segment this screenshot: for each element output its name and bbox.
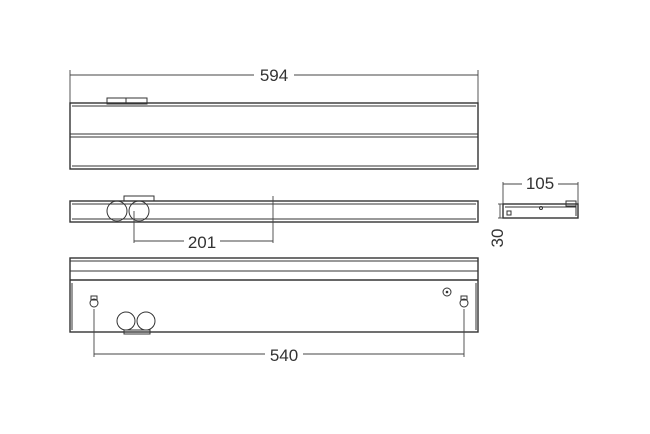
top-clip (106, 97, 148, 105)
dim-105-label: 105 (526, 174, 554, 193)
keyhole-left (89, 298, 99, 308)
top-view-body (69, 102, 479, 170)
top-view: 594 (69, 66, 479, 170)
side-knockout-left (106, 200, 128, 222)
bottom-view-body (69, 257, 479, 333)
dim-594-label: 594 (260, 66, 288, 85)
screw-icon (442, 287, 452, 297)
end-view: 105 30 (488, 174, 579, 250)
end-view-body (502, 203, 579, 219)
bottom-knockout-right (136, 311, 156, 331)
dim-540-label: 540 (270, 346, 298, 365)
dim-30-label: 30 (488, 229, 507, 248)
bottom-view: 540 (69, 257, 479, 365)
bottom-knockout-left (116, 311, 136, 331)
dim-201-label: 201 (188, 233, 216, 252)
side-view-body (69, 200, 479, 223)
side-view: 201 (69, 195, 479, 252)
keyhole-right (459, 298, 469, 308)
